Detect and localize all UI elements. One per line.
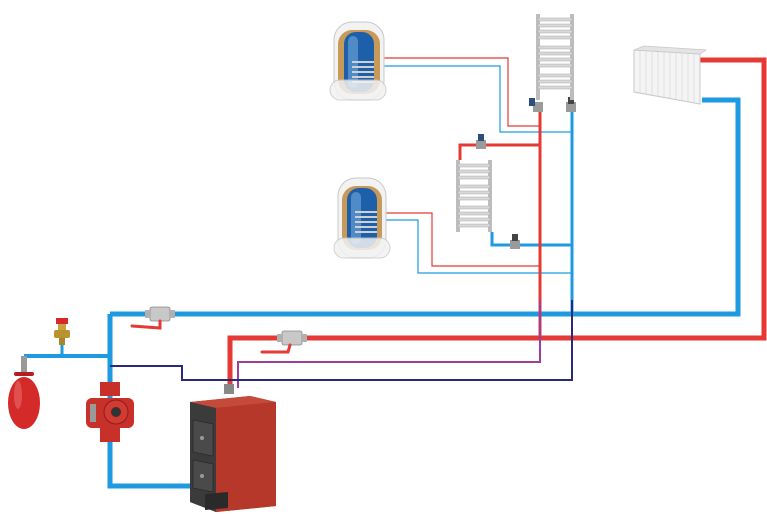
top-rail-supply-valve-icon [529, 98, 543, 112]
rail-valves [476, 97, 576, 249]
safety-valve-icon [54, 318, 70, 345]
ball-valve-return [130, 306, 175, 330]
water-heater-top-icon [329, 21, 387, 101]
middle-rail-return-valve-icon [510, 234, 520, 249]
water-heater-bottom-icon [333, 177, 391, 259]
middle-rail-supply-valve-icon [476, 134, 486, 149]
towel-rail-top-icon [536, 14, 574, 100]
supply-pipes [227, 57, 767, 390]
return-pipes [24, 97, 741, 489]
top-rail-return-valve-icon [566, 97, 576, 112]
heater-thin-pipes [372, 57, 572, 274]
bottom-heater-supply-line [378, 212, 540, 267]
radiator-supply-pipe [227, 57, 767, 390]
solid-fuel-boiler-icon [190, 384, 276, 512]
secondary-return-pipe [110, 300, 573, 381]
secondary-supply-pipe [237, 300, 541, 388]
top-heater-return-line [372, 65, 572, 133]
ball-valve-supply [260, 330, 307, 354]
top-heater-supply-line [372, 57, 540, 127]
radiator-return-pipe [110, 97, 741, 317]
towel-rail-middle-icon [456, 160, 492, 232]
middle-rail-return-pipe [490, 232, 572, 247]
panel-radiator-icon [633, 45, 708, 105]
bottom-heater-return-line [378, 219, 572, 274]
secondary-pipes [110, 300, 573, 388]
middle-rail-supply-pipe [458, 143, 540, 160]
circulation-pump-icon [86, 382, 134, 442]
expansion-vessel-icon [8, 356, 40, 429]
boiler-return-pipe [107, 314, 190, 489]
